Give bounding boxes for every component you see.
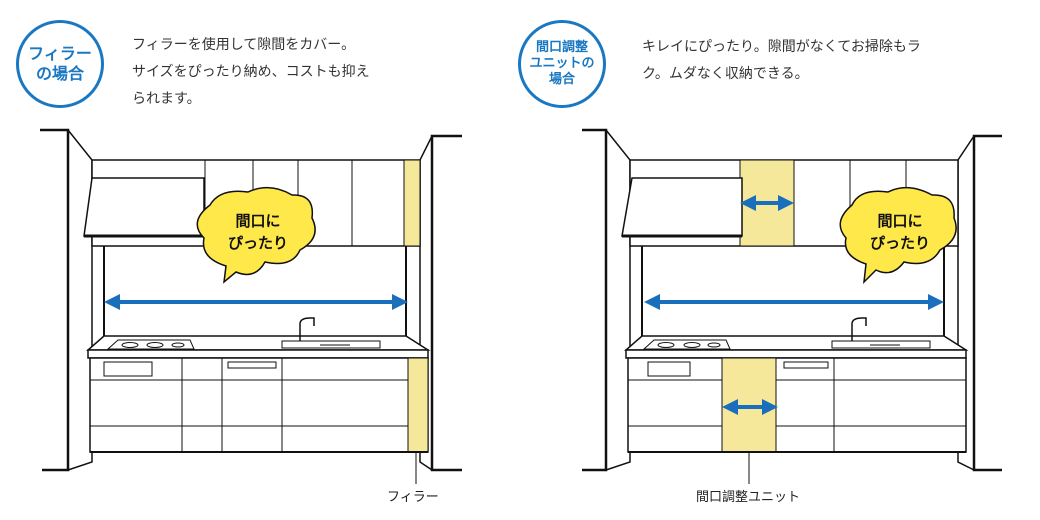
filler-case-badge-text: フィラー の場合 [28,44,92,83]
adjust-unit-description: キレイにぴったり。隙間がなくてお掃除もラ ク。ムダなく収納できる。 [642,39,921,82]
left-wall-inner [67,129,93,471]
right-wall [972,134,1002,472]
speech-bubble [196,186,316,284]
right-wall-inner [957,135,975,471]
filler-kitchen [40,128,462,484]
oven [647,361,691,377]
adjust-unit-case-badge-text: 間口調整 ユニットの 場合 [529,39,595,88]
adjust-unit-case-badge: 間口調整 ユニットの 場合 [518,20,606,108]
adjust-unit-kitchen [582,128,1002,484]
base-filler [407,357,429,453]
left-wall [40,128,70,472]
range-hood [83,177,205,237]
left-wall-inner [605,129,631,471]
upper-filler [403,159,421,247]
faucet [299,317,315,341]
faucet [851,317,867,341]
filler-description: フィラーを使用して隙間をカバー。 サイズをぴったり納め、コストも抑え られます。 [132,37,370,107]
left-wall [582,128,608,472]
filler-case-badge: フィラー の場合 [16,20,104,108]
filler-label: フィラー [387,490,439,505]
right-wall [430,134,462,472]
cooktop [642,339,731,350]
right-wall-inner [419,135,433,471]
adjust-unit-label: 間口調整ユニット [696,490,801,505]
bubble-text: 間口に ぴったり [869,212,930,252]
oven [103,361,153,377]
speech-bubble [839,186,957,285]
range-hood [621,177,743,237]
bubble-text: 間口に ぴったり [227,212,288,252]
